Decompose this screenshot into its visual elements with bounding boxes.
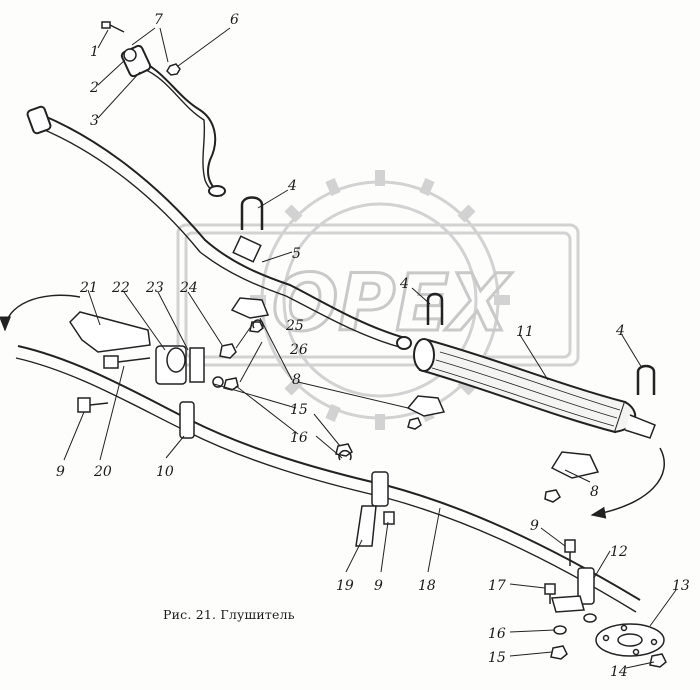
callout-6: 6 <box>230 12 239 28</box>
callout-9-left: 9 <box>56 464 65 480</box>
flange-part-13 <box>595 623 665 657</box>
callout-23: 23 <box>145 280 164 296</box>
callout-25: 25 <box>285 318 304 334</box>
bracket-part-21 <box>69 311 151 353</box>
clamp-part-19 <box>355 471 389 547</box>
fasteners-part-25-26 <box>212 319 353 461</box>
callout-24: 24 <box>179 280 198 296</box>
callout-7: 7 <box>154 12 163 28</box>
callout-15-upper: 15 <box>290 402 308 418</box>
callout-1: 1 <box>90 44 99 60</box>
callout-17: 17 <box>488 578 506 594</box>
callout-18: 18 <box>418 578 436 594</box>
callout-16-lower: 16 <box>488 626 506 642</box>
arrow-right <box>590 447 665 519</box>
washers-part-15-16 <box>550 613 597 660</box>
leader-lines <box>63 27 677 669</box>
callout-26: 26 <box>289 342 308 358</box>
callout-4-right: 4 <box>615 323 625 339</box>
callout-15-lower: 15 <box>488 650 506 666</box>
tail-pipe-part-18 <box>15 345 641 613</box>
bracket-part-8-middle <box>406 395 446 430</box>
bolt-part-9-middle <box>383 511 395 525</box>
callout-14: 14 <box>610 664 628 680</box>
callout-9-right: 9 <box>530 518 539 534</box>
callout-3: 3 <box>90 113 99 129</box>
u-bolt-part-4-upper <box>240 196 264 230</box>
bracket-part-8-lower <box>544 451 600 503</box>
gasket-part-2 <box>123 48 137 62</box>
callout-20: 20 <box>93 464 112 480</box>
callout-8-lower: 8 <box>590 484 599 500</box>
bolt-part-14 <box>649 653 667 668</box>
bolt-part-17 <box>544 583 556 604</box>
bolt-part-20 <box>103 355 151 369</box>
callout-8-middle: 8 <box>292 372 301 388</box>
bolt-part-9-left <box>77 397 109 413</box>
callout-22: 22 <box>111 280 130 296</box>
callout-labels: 1 2 3 4 4 4 5 6 7 8 8 9 9 9 10 11 12 13 … <box>56 12 690 680</box>
arrow-left <box>0 294 81 332</box>
pipe-part-5 <box>26 105 412 350</box>
figure-caption: Рис. 21. Глушитель <box>163 607 295 622</box>
callout-2: 2 <box>89 80 99 96</box>
callout-9-middle: 9 <box>374 578 383 594</box>
callout-12: 12 <box>610 544 628 560</box>
nut-part-6 <box>166 63 181 76</box>
watermark-text: OPEX <box>272 259 513 349</box>
bracket-part-22-23 <box>155 345 205 385</box>
callout-19: 19 <box>336 578 354 594</box>
callout-21: 21 <box>79 280 98 296</box>
callout-10: 10 <box>156 464 174 480</box>
bolt-part-1 <box>101 21 125 33</box>
u-bolt-part-4-right <box>636 364 656 395</box>
callout-5: 5 <box>292 246 301 262</box>
callout-4-upper: 4 <box>287 178 297 194</box>
muffler-part-11 <box>413 338 656 439</box>
clamp-part-5-joint <box>232 235 262 263</box>
callout-16-upper: 16 <box>290 430 308 446</box>
clamp-part-10 <box>179 401 195 439</box>
callout-13: 13 <box>672 578 690 594</box>
callout-4-middle: 4 <box>399 276 409 292</box>
clamp-part-12 <box>551 567 595 613</box>
u-bolt-part-4-middle <box>426 292 444 325</box>
callout-11: 11 <box>516 324 534 340</box>
